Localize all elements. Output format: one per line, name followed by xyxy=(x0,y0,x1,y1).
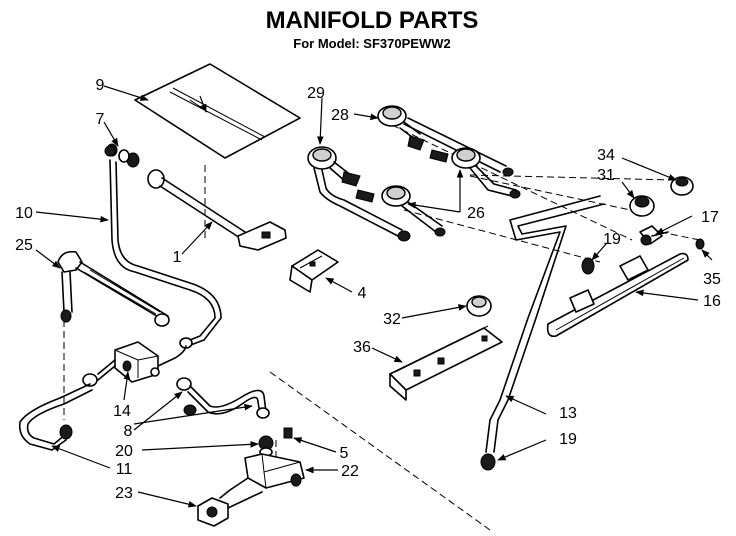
callout-22: 22 xyxy=(341,463,359,480)
callout-14: 14 xyxy=(113,403,131,420)
part-19-valve-upper xyxy=(581,257,595,275)
callout-11: 11 xyxy=(116,461,133,478)
part-14-pressure-regulator xyxy=(82,341,187,387)
callout-25: 25 xyxy=(15,237,33,254)
part-1-orifice-tube xyxy=(147,169,287,251)
callout-5: 5 xyxy=(340,445,349,462)
part-8-oven-tube xyxy=(176,377,270,419)
callout-17: 17 xyxy=(701,209,719,226)
model-subtitle: For Model: SF370PEWW2 xyxy=(293,36,450,51)
part-29-burner-left-front xyxy=(307,146,411,242)
callout-31: 31 xyxy=(597,167,615,184)
callout-7: 7 xyxy=(96,111,105,128)
part-35-fitting xyxy=(695,238,705,250)
callout-numbers: 9 7 10 25 1 4 29 28 26 34 31 17 19 35 16… xyxy=(15,77,721,502)
part-36-bracket-plate xyxy=(389,325,503,401)
callout-23: 23 xyxy=(115,485,133,502)
callout-29: 29 xyxy=(307,85,325,102)
callout-19-upper: 19 xyxy=(603,231,621,248)
part-34-knob xyxy=(670,176,694,196)
part-11-loop-tube xyxy=(18,383,93,451)
part-28-burner-left-rear xyxy=(377,105,514,177)
part-22-valve-body xyxy=(219,453,305,499)
callout-8: 8 xyxy=(124,423,133,440)
callout-4: 4 xyxy=(358,285,367,302)
part-25-broil-burner xyxy=(57,250,170,327)
assembly-dash-lines xyxy=(63,124,701,531)
part-19-fitting-lower xyxy=(480,453,496,471)
callout-1: 1 xyxy=(173,249,182,266)
part-10-gas-tube xyxy=(104,145,222,349)
callout-36: 36 xyxy=(353,339,371,356)
part-4-bracket xyxy=(289,249,339,293)
callout-13: 13 xyxy=(559,405,577,422)
callout-19-lower: 19 xyxy=(559,431,577,448)
part-13-manifold-pipe xyxy=(485,195,605,453)
callout-28: 28 xyxy=(331,107,349,124)
callout-26: 26 xyxy=(467,205,485,222)
callout-9: 9 xyxy=(96,77,105,94)
callout-16: 16 xyxy=(703,293,721,310)
part-20-valve-fitting xyxy=(258,435,274,457)
part-31-knob xyxy=(629,195,655,217)
diagram-title: MANIFOLD PARTS xyxy=(266,7,479,34)
part-5-screw xyxy=(283,427,293,439)
part-17-valve xyxy=(639,225,669,246)
part-32-knob xyxy=(466,295,492,317)
callout-35: 35 xyxy=(703,271,721,288)
leader-lines xyxy=(35,85,713,508)
callout-32: 32 xyxy=(383,311,401,328)
part-23-thermostat xyxy=(197,491,263,527)
callout-34: 34 xyxy=(597,147,615,164)
part-burner-right-rear xyxy=(429,147,521,199)
part-16-manifold-bar xyxy=(546,252,689,338)
callout-20: 20 xyxy=(115,443,133,460)
callout-10: 10 xyxy=(15,205,33,222)
part-9-shield-plate xyxy=(134,63,301,159)
